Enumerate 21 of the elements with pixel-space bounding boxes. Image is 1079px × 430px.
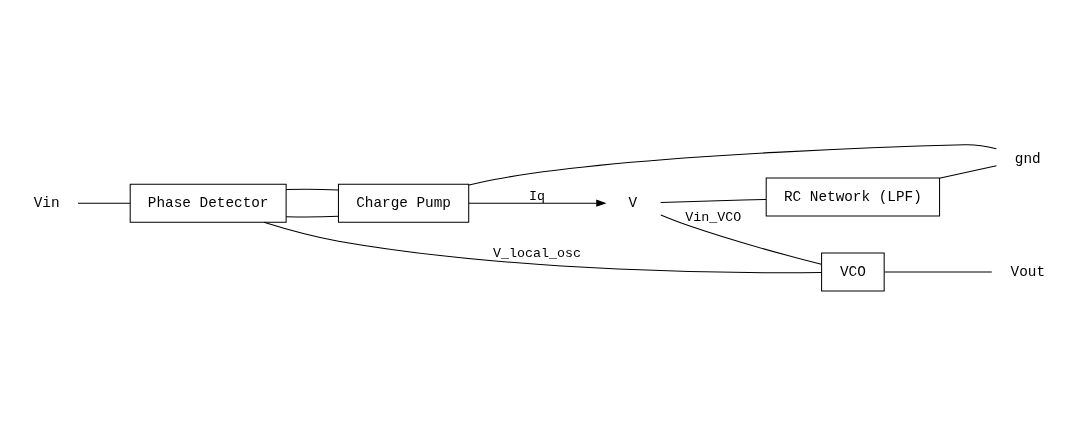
connector xyxy=(939,164,997,179)
edge-label: Vin_VCO xyxy=(685,209,742,225)
connector xyxy=(660,213,822,265)
connector xyxy=(77,202,131,204)
edge-label: Iq xyxy=(528,188,545,203)
node-text: gnd xyxy=(1014,150,1041,167)
connector xyxy=(660,198,767,203)
node-box: Phase Detector xyxy=(129,183,287,223)
connector xyxy=(285,188,339,191)
node-box: RC Network (LPF) xyxy=(765,177,941,217)
arrow xyxy=(468,199,607,207)
node-box: VCO xyxy=(821,251,885,291)
node-text: Vout xyxy=(1010,263,1046,280)
connector xyxy=(468,143,997,186)
node-box: Charge Pump xyxy=(337,183,470,223)
connector xyxy=(263,221,822,273)
connector xyxy=(883,270,993,272)
edge-label: V_local_osc xyxy=(492,245,581,261)
node-text: V xyxy=(628,194,638,211)
node-text: Vin xyxy=(33,194,60,211)
connector xyxy=(285,215,339,218)
